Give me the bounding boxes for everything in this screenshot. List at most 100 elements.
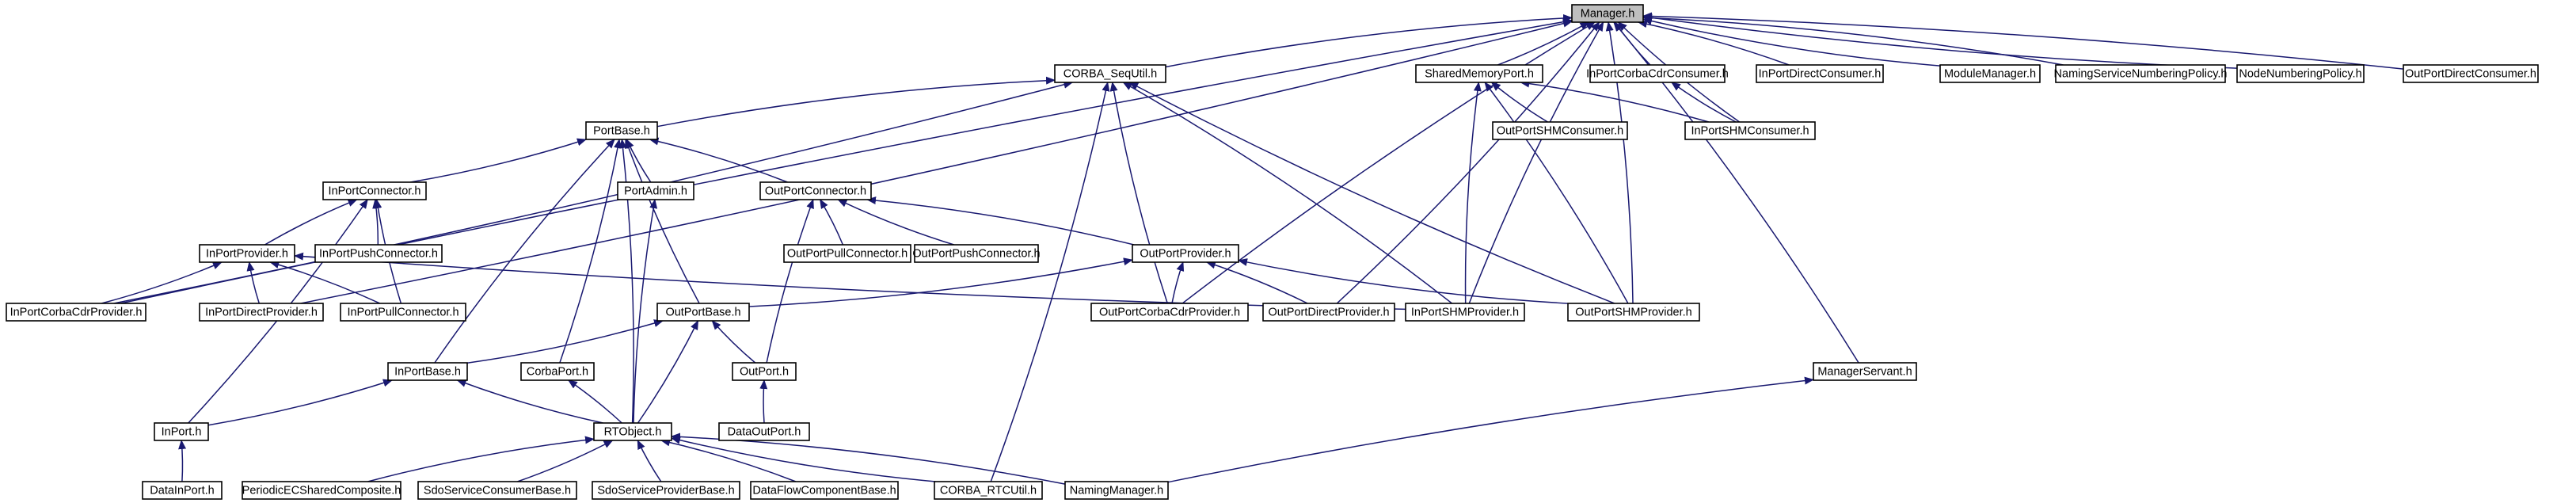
node-rtobject-h[interactable]: RTObject.h: [593, 422, 672, 441]
node-sharedmemoryport-h[interactable]: SharedMemoryPort.h: [1415, 64, 1543, 83]
node-inportdirectprovider-h[interactable]: InPortDirectProvider.h: [199, 303, 324, 322]
node-box: [585, 121, 658, 140]
node-outportpullconnector-h[interactable]: OutPortPullConnector.h: [783, 244, 911, 263]
node-label: OutPortBase.h: [665, 307, 740, 319]
node-label: InPort.h: [162, 426, 202, 439]
edge-outportbase_h-to-outportprovider_h: [748, 257, 1133, 307]
edge-corba_rtcutil_h-to-corba_sequtil_h: [990, 82, 1110, 482]
node-inportpushconnector-h[interactable]: InPortPushConnector.h: [314, 244, 443, 263]
edge-outportshmprovider_h-to-manager_h: [1605, 21, 1634, 304]
node-box: [783, 244, 911, 263]
node-periodicecsharedcomposite-h[interactable]: PeriodicECSharedComposite.h: [242, 481, 401, 500]
node-box: [322, 181, 427, 200]
node-corba-rtcutil-h[interactable]: CORBA_RTCUtil.h: [934, 481, 1043, 500]
node-inportdirectconsumer-h[interactable]: InPortDirectConsumer.h: [1756, 64, 1884, 83]
node-sdoserviceconsumerbase-h[interactable]: SdoServiceConsumerBase.h: [417, 481, 577, 500]
node-sdoserviceproviderbase-h[interactable]: SdoServiceProviderBase.h: [592, 481, 740, 500]
node-dataoutport-h[interactable]: DataOutPort.h: [718, 422, 810, 441]
node-portbase-h[interactable]: PortBase.h: [585, 121, 658, 140]
node-box: [2403, 64, 2539, 83]
edge-periodicecsharedcomposite_h-to-rtobject_h: [367, 436, 595, 482]
node-namingservicenumberingpolicy-h[interactable]: NamingServiceNumberingPolicy.h: [2054, 64, 2228, 83]
node-outportcorbacdrprovider-h[interactable]: OutPortCorbaCdrProvider.h: [1090, 303, 1249, 322]
node-label: InPortSHMConsumer.h: [1691, 125, 1809, 138]
node-label: OutPortPullConnector.h: [787, 248, 907, 261]
node-namingmanager-h[interactable]: NamingManager.h: [1064, 481, 1169, 500]
edge-dataoutport_h-to-outport_h: [759, 379, 768, 424]
node-label: NamingManager.h: [1070, 485, 1164, 497]
node-outportshmconsumer-h[interactable]: OutPortSHMConsumer.h: [1492, 121, 1628, 140]
node-box: [154, 422, 209, 441]
node-outportconnector-h[interactable]: OutPortConnector.h: [759, 181, 872, 200]
node-label: DataOutPort.h: [728, 426, 801, 439]
edge-namingmanager_h-to-rtobject_h: [671, 433, 1066, 485]
node-label: SdoServiceConsumerBase.h: [424, 485, 571, 497]
node-box: [1054, 64, 1166, 83]
edge-outportdirectprovider_h-to-outportprovider_h: [1205, 261, 1308, 304]
node-nodenumberingpolicy-h[interactable]: NodeNumberingPolicy.h: [2236, 64, 2365, 83]
node-inportshmprovider-h[interactable]: InPortSHMProvider.h: [1405, 303, 1525, 322]
edge-inportcorbacdrconsumer_h-to-manager_h: [1614, 21, 1651, 66]
node-label: CorbaPort.h: [527, 366, 588, 379]
node-inportbase-h[interactable]: InPortBase.h: [387, 362, 468, 381]
node-dataflowcomponentbase-h[interactable]: DataFlowComponentBase.h: [750, 481, 899, 500]
node-outport-h[interactable]: OutPort.h: [732, 362, 797, 381]
node-box: [387, 362, 468, 381]
edge-inportshmconsumer_h-to-sharedmemoryport_h: [1520, 79, 1710, 123]
edge-nodenumberingpolicy_h-to-manager_h: [1642, 13, 2238, 69]
node-label: OutPortProvider.h: [1140, 248, 1231, 261]
node-outportprovider-h[interactable]: OutPortProvider.h: [1132, 244, 1239, 263]
node-label: InPortDirectProvider.h: [205, 307, 318, 319]
node-corba-sequtil-h[interactable]: CORBA_SeqUtil.h: [1054, 64, 1166, 83]
edge-namingmanager_h-to-managerservant_h: [1167, 376, 1814, 483]
node-inportprovider-h[interactable]: InPortProvider.h: [199, 244, 295, 263]
node-inportshmconsumer-h[interactable]: InPortSHMConsumer.h: [1684, 121, 1816, 140]
edge-inportshmconsumer_h-to-inportcorbacdrconsumer_h: [1671, 82, 1737, 123]
node-label: ManagerServant.h: [1817, 366, 1912, 379]
edge-outportpullconnector_h-to-outportconnector_h: [819, 199, 844, 246]
node-inportpullconnector-h[interactable]: InPortPullConnector.h: [340, 303, 466, 322]
node-box: [199, 303, 324, 322]
node-managerservant-h[interactable]: ManagerServant.h: [1813, 362, 1917, 381]
node-outportshmprovider-h[interactable]: OutPortSHMProvider.h: [1567, 303, 1700, 322]
edge-outportshmprovider_h-to-outportprovider_h: [1238, 258, 1569, 304]
node-modulemanager-h[interactable]: ModuleManager.h: [1939, 64, 2041, 83]
node-outportdirectconsumer-h[interactable]: OutPortDirectConsumer.h: [2403, 64, 2539, 83]
edge-inportprovider_h-to-inportconnector_h: [264, 199, 358, 246]
node-corbaport-h[interactable]: CorbaPort.h: [520, 362, 595, 381]
node-outportpushconnector-h[interactable]: OutPortPushConnector.h: [912, 244, 1041, 263]
node-box: [718, 422, 810, 441]
node-outportdirectprovider-h[interactable]: OutPortDirectProvider.h: [1262, 303, 1395, 322]
node-box: [914, 244, 1039, 263]
edge-outportbase_h-to-portbase_h: [624, 139, 700, 304]
edge-corbaport_h-to-portbase_h: [559, 139, 622, 364]
node-box: [314, 244, 443, 263]
edge-inportshmprovider_h-to-corba_sequtil_h: [1122, 82, 1453, 304]
node-portadmin-h[interactable]: PortAdmin.h: [617, 181, 694, 200]
node-inportcorbacdrprovider-h[interactable]: InPortCorbaCdrProvider.h: [6, 303, 146, 322]
node-label: InPortProvider.h: [206, 248, 288, 261]
edge-datainport_h-to-inport_h: [178, 440, 187, 482]
node-label: InPortCorbaCdrProvider.h: [10, 307, 143, 319]
node-label: OutPortPushConnector.h: [912, 248, 1040, 261]
node-label: CORBA_RTCUtil.h: [940, 485, 1037, 497]
node-inport-h[interactable]: InPort.h: [154, 422, 209, 441]
node-outportbase-h[interactable]: OutPortBase.h: [656, 303, 750, 322]
node-label: InPortDirectConsumer.h: [1759, 68, 1882, 81]
node-inportconnector-h[interactable]: InPortConnector.h: [322, 181, 427, 200]
node-box: [934, 481, 1043, 500]
node-datainport-h[interactable]: DataInPort.h: [142, 481, 223, 500]
edge-portbase_h-to-corba_sequtil_h: [656, 76, 1056, 128]
edge-inportbase_h-to-portbase_h: [434, 139, 615, 364]
node-label: RTObject.h: [604, 426, 662, 439]
edge-rtobject_h-to-portadmin_h: [633, 199, 658, 424]
edge-inportcorbacdrprovider_h-to-inportprovider_h: [101, 261, 223, 304]
edge-inportdirectprovider_h-to-manager_h: [300, 19, 1573, 304]
edge-inportshmprovider_h-to-sharedmemoryport_h: [1464, 82, 1482, 304]
node-inportcorbacdrconsumer-h[interactable]: InPortCorbaCdrConsumer.h: [1586, 64, 1729, 83]
edge-inportcorbacdrprovider_h-to-corba_sequtil_h: [113, 80, 1074, 304]
node-label: InPortSHMProvider.h: [1411, 307, 1519, 319]
node-label: OutPortDirectProvider.h: [1268, 307, 1389, 319]
node-box: [199, 244, 295, 263]
